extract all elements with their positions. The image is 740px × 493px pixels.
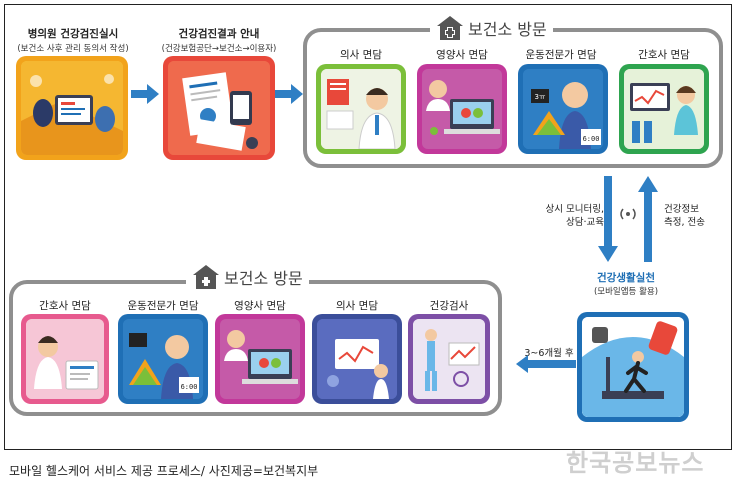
arrow-down-monitoring [598,176,618,262]
bottom-card-label-5: 건강검사 [429,300,469,312]
bottom-card-checkup [408,314,490,404]
nurse-consultation-illustration [26,319,104,399]
exercise-consultation-illustration: 3ㅠ 6:00 [523,69,603,149]
practice-title: 건강생활실천 [597,272,655,284]
bottom-card-nutritionist [215,314,305,404]
exam-result-illustration [168,61,270,155]
top-card-label-3: 운동전문가 면담 [525,49,597,61]
practice-card [577,312,689,422]
after-period-label: 3~6개월 후 [524,348,574,359]
nutritionist-consultation-illustration [220,319,300,399]
top-card-doctor [316,64,406,154]
treadmill-illustration [582,317,684,417]
step2-card [163,56,275,160]
top-card-nutritionist [417,64,507,154]
visit-label-top: 보건소 방문 [468,20,547,39]
svg-text:3ㅠ: 3ㅠ [535,93,546,101]
top-card-nurse [619,64,709,154]
step1-card [16,56,128,160]
visit-header-top: 보건소 방문 [430,13,553,43]
figure-caption: 모바일 헬스케어 서비스 제공 프로세스/ 사진제공=보건복지부 [9,464,319,478]
visit-header-bottom: 보건소 방문 [186,262,309,292]
health-checkup-illustration [413,319,485,399]
bottom-card-doctor [312,314,402,404]
step1-subtitle: (보건소 사후 관리 동의서 작성) [17,44,129,54]
watermark: 한국공보뉴스 [566,449,705,477]
svg-text:6:00: 6:00 [583,135,600,143]
monitoring-label: 상시 모니터링, 상담·교육 [545,204,604,228]
bottom-card-label-2: 운동전문가 면담 [127,300,199,312]
top-card-exercise: 3ㅠ 6:00 [518,64,608,154]
bottom-card-nurse [21,314,109,404]
arrow-step1-to-step2 [131,84,159,104]
doctor-consultation-illustration [317,319,397,399]
wireless-signal-icon [620,208,636,220]
nutritionist-consultation-illustration [422,69,502,149]
bottom-card-label-3: 영양사 면담 [234,300,286,312]
top-card-label-1: 의사 면담 [340,49,382,61]
practice-subtitle: (모바일앱등 활용) [593,287,659,297]
data-transfer-label: 건강정보 측정, 전송 [664,204,705,228]
doctor-consultation-illustration [321,69,401,149]
bottom-card-label-4: 의사 면담 [336,300,378,312]
svg-text:6:00: 6:00 [181,383,198,391]
step1-title: 병의원 건강검진실시 [27,28,119,40]
bottom-card-exercise: 6:00 [118,314,208,404]
visit-label-bottom: 보건소 방문 [224,269,303,288]
arrow-step2-to-visit [275,84,303,104]
health-center-icon [193,265,219,289]
step2-title: 건강검진결과 안내 [178,28,260,40]
health-center-icon [437,16,463,40]
health-exam-illustration [21,61,123,155]
step2-subtitle: (건강보험공단→보건소→이용자) [161,44,277,54]
arrow-to-revisit [516,355,576,373]
arrow-up-data-transfer [638,176,658,262]
exercise-consultation-illustration: 6:00 [123,319,203,399]
bottom-card-label-1: 간호사 면담 [39,300,91,312]
top-card-label-2: 영양사 면담 [436,49,488,61]
top-card-label-4: 간호사 면담 [638,49,690,61]
nurse-consultation-illustration [624,69,704,149]
